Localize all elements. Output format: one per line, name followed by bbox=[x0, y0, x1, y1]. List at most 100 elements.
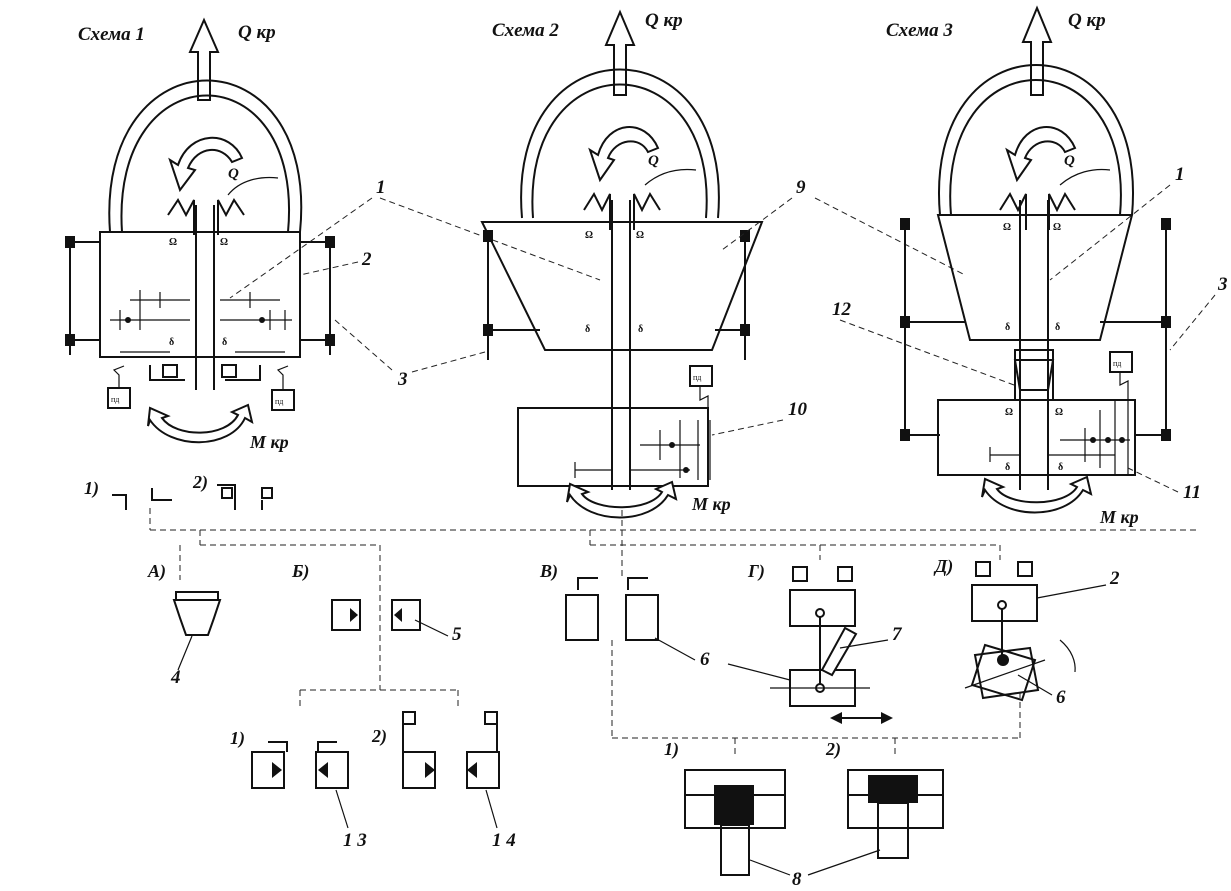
callout-3b-leader bbox=[1169, 294, 1216, 351]
scheme-3-coupling bbox=[1013, 359, 1055, 391]
variant-d-center bbox=[997, 654, 1009, 666]
scheme-3-mark-4: δ bbox=[1055, 322, 1060, 333]
scheme-1-sub-1-right bbox=[151, 488, 172, 501]
variant-g-slide-head-l bbox=[830, 712, 842, 724]
scheme-1-q-label: Q bbox=[228, 166, 239, 182]
variant-b-sub-2-wedge-r bbox=[467, 762, 477, 778]
callout-8: 8 bbox=[792, 869, 802, 890]
scheme-1-sub-2: 2) bbox=[192, 472, 208, 493]
variant-v-sub-1-body bbox=[684, 769, 786, 829]
scheme-1-spring-left bbox=[112, 365, 125, 388]
scheme-3-mark-5: Ω bbox=[1005, 407, 1013, 418]
variant-v-sub-2-clamp bbox=[868, 775, 918, 803]
variant-g-label: Г) bbox=[747, 561, 765, 582]
scheme-3-body bbox=[936, 214, 1134, 341]
scheme-1-rotation-arrow bbox=[147, 403, 254, 444]
variant-v-sub-2-shank bbox=[877, 802, 909, 859]
scheme-3-joint-3 bbox=[900, 429, 910, 441]
variant-d-angle-arc bbox=[1059, 639, 1076, 673]
scheme-3-gear-train bbox=[989, 400, 1130, 475]
scheme-3-q-label: Q bbox=[1064, 153, 1075, 169]
callout-2b: 2 bbox=[1109, 568, 1120, 589]
scheme-2-jaw-right bbox=[633, 191, 661, 230]
scheme-2-arc bbox=[520, 68, 720, 219]
variant-b-sub-2-wedge-l bbox=[425, 762, 435, 778]
variant-b-sub-1-block-r bbox=[315, 751, 349, 789]
scheme-2-mark-2: Ω bbox=[636, 230, 644, 241]
scheme-2-joint-3 bbox=[740, 230, 750, 242]
scheme-1-qkr-label: Q кр bbox=[238, 22, 276, 43]
variant-d-axis bbox=[964, 659, 1046, 689]
variant-g-stop-l bbox=[792, 566, 808, 582]
scheme-1-pd-right: пд bbox=[275, 397, 283, 406]
callout-1-leader-b bbox=[379, 197, 601, 281]
variant-a: А) 4 bbox=[147, 561, 222, 688]
scheme-3: Схема 3 Q кр Q Ω Ω δ δ bbox=[832, 5, 1228, 527]
scheme-3-gear-dot-1 bbox=[1090, 437, 1096, 443]
variant-a-frame bbox=[175, 591, 219, 600]
variant-b-sub-1: 1) bbox=[230, 728, 245, 749]
variant-a-cap bbox=[172, 599, 222, 636]
scheme-2-joint-1 bbox=[483, 230, 493, 242]
scheme-2-joint-2 bbox=[483, 324, 493, 336]
scheme-1-gear-dot-2 bbox=[259, 317, 265, 323]
variant-b-right-wedge bbox=[394, 608, 402, 622]
scheme-1-sub-1: 1) bbox=[84, 478, 99, 499]
connector-lines bbox=[149, 508, 1200, 755]
scheme-1-mark-1: Ω bbox=[169, 237, 177, 248]
scheme-1-pd-left: пд bbox=[111, 395, 119, 404]
variant-v-sub-1: 1) bbox=[664, 739, 679, 760]
variant-g-stop-r bbox=[837, 566, 853, 582]
callout-8-leader-b bbox=[807, 849, 881, 876]
variant-v-sub-2-body bbox=[847, 769, 944, 829]
variant-a-label: А) bbox=[147, 561, 166, 582]
scheme-2-gear-dot-2 bbox=[683, 467, 689, 473]
callout-5: 5 bbox=[452, 624, 462, 645]
variant-d-tilted-block-a bbox=[973, 646, 1040, 700]
scheme-3-gearbox bbox=[937, 399, 1136, 476]
callout-9: 9 bbox=[796, 177, 806, 198]
scheme-2-mkr-label: М кр bbox=[691, 494, 731, 514]
variant-b-sub-2-stop-r bbox=[484, 711, 498, 725]
variant-b-sub-1-block-l bbox=[251, 751, 285, 789]
scheme-1-joint-4 bbox=[325, 334, 335, 346]
scheme-2-pd-box bbox=[689, 365, 713, 387]
scheme-3-joint-4 bbox=[1161, 218, 1171, 230]
scheme-2-force-arrow bbox=[604, 9, 636, 96]
scheme-1: Схема 1 Q кр Q bbox=[65, 17, 601, 510]
scheme-3-pd-box bbox=[1109, 351, 1133, 373]
scheme-2-joint-4 bbox=[740, 324, 750, 336]
scheme-2-jaw-left bbox=[583, 191, 611, 230]
scheme-3-jaw-left bbox=[999, 191, 1027, 230]
scheme-3-spring bbox=[1119, 372, 1129, 400]
scheme-3-mark-2: Ω bbox=[1053, 222, 1061, 233]
scheme-2-inner-arrow bbox=[588, 126, 660, 183]
variant-d-pivot bbox=[997, 600, 1007, 610]
callout-13-leader bbox=[335, 789, 349, 829]
scheme-2-q-leader bbox=[644, 168, 697, 186]
scheme-3-qkr-label: Q кр bbox=[1068, 10, 1106, 31]
callout-5-leader bbox=[414, 619, 449, 637]
scheme-3-mark-3: δ bbox=[1005, 322, 1010, 333]
scheme-1-gear-dot-1 bbox=[125, 317, 131, 323]
variant-b-sub-1-wedge-r bbox=[318, 762, 328, 778]
variant-d-tilted-block-b bbox=[970, 643, 1037, 702]
scheme-2-arc-inner bbox=[531, 83, 708, 219]
callout-3: 3 bbox=[397, 369, 408, 390]
scheme-1-force-arrow bbox=[188, 17, 220, 101]
variant-b-sub-1-arrow-l bbox=[268, 741, 288, 752]
scheme-1-spring-right bbox=[276, 365, 289, 390]
callout-6-leader-b bbox=[727, 663, 791, 681]
scheme-3-joint-6 bbox=[1161, 429, 1171, 441]
variant-g: Г) 7 bbox=[727, 561, 903, 724]
scheme-1-sub-2-stop-r bbox=[261, 487, 273, 499]
callout-2b-leader bbox=[1036, 584, 1107, 599]
callout-7-leader bbox=[839, 639, 889, 649]
scheme-1-mark-4: δ bbox=[222, 337, 227, 348]
callout-10-leader bbox=[711, 419, 784, 436]
scheme-1-mark-2: Ω bbox=[220, 237, 228, 248]
callout-3-leader-a bbox=[334, 319, 393, 371]
callout-8-leader-a bbox=[749, 859, 791, 876]
callout-11: 11 bbox=[1183, 482, 1201, 503]
